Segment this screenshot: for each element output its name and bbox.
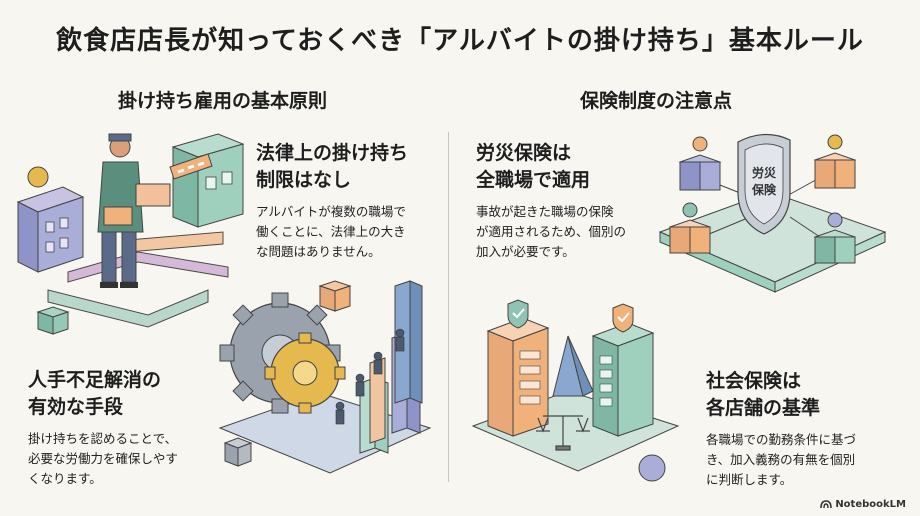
workers-comp-block: 労災保険は 全職場で適用 事故が起きた職場の保険 が適用されるため、個別の 加入… <box>476 140 656 262</box>
social-insurance-title-line1: 社会保険は <box>706 370 802 392</box>
right-shop <box>169 133 245 228</box>
insurance-shield-network-illustration: 労災 保険 <box>658 133 887 293</box>
labor-shortage-body-line3: くなります。 <box>28 471 102 486</box>
legal-limit-title-line1: 法律上の掛け持ち <box>256 142 409 164</box>
gold-gear <box>264 332 346 414</box>
labor-shortage-title-line2: 有効な手段 <box>28 396 124 418</box>
buildings-scale-illustration <box>471 299 680 472</box>
shop-top-left <box>678 136 722 191</box>
column-divider <box>448 132 449 482</box>
social-insurance-body-line1: 各職場での勤務条件に基づ <box>706 432 857 447</box>
legal-limit-body-line3: な問題はありません。 <box>256 244 381 259</box>
labor-shortage-title: 人手不足解消の 有効な手段 <box>28 367 218 421</box>
balance-scale <box>536 415 590 451</box>
shop-bottom-left <box>668 202 712 254</box>
social-insurance-body-line3: に判断します。 <box>706 472 793 487</box>
growth-bars <box>359 280 423 454</box>
labor-shortage-title-line1: 人手不足解消の <box>28 369 162 391</box>
brand-text: NotebookLM <box>835 499 906 510</box>
social-insurance-title: 社会保険は 各店舗の基準 <box>706 368 896 422</box>
labor-shortage-body: 掛け持ちを認めることで、 必要な労働力を確保しやす くなります。 <box>28 429 218 489</box>
workers-comp-body: 事故が起きた職場の保険 が適用されるため、個別の 加入が必要です。 <box>476 202 656 262</box>
workers-comp-body-line1: 事故が起きた職場の保険 <box>476 204 614 219</box>
left-column-heading: 掛け持ち雇用の基本原則 <box>118 90 328 112</box>
labor-shortage-block: 人手不足解消の 有効な手段 掛け持ちを認めることで、 必要な労働力を確保しやす … <box>28 367 218 489</box>
legal-limit-title: 法律上の掛け持ち 制限はなし <box>256 140 446 194</box>
social-insurance-body-line2: き、加入義務の有無を個別 <box>706 452 856 467</box>
social-insurance-body: 各職場での勤務条件に基づ き、加入義務の有無を個別 に判断します。 <box>706 430 896 490</box>
gears-growth-illustration <box>218 280 432 474</box>
social-insurance-title-line2: 各店舗の基準 <box>706 397 821 419</box>
shield-shape <box>737 133 791 235</box>
labor-shortage-body-line1: 掛け持ちを認めることで、 <box>28 431 178 446</box>
legal-limit-body-line2: 働くことに、法律上の大き <box>256 224 406 239</box>
legal-limit-title-line2: 制限はなし <box>256 169 352 191</box>
workers-comp-body-line3: 加入が必要です。 <box>476 244 575 259</box>
workers-comp-title-line2: 全職場で適用 <box>476 169 591 191</box>
blue-sphere-decoration <box>638 454 666 482</box>
right-column-heading: 保険制度の注意点 <box>580 90 733 112</box>
orange-building <box>486 299 550 437</box>
legal-limit-body: アルバイトが複数の職場で 働くことに、法律上の大き な問題はありません。 <box>256 202 446 262</box>
teal-building <box>591 303 655 437</box>
page-title: 飲食店店長が知っておくべき「アルバイトの掛け持ち」基本ルール <box>56 26 864 56</box>
workers-comp-title-line1: 労災保険は <box>476 142 572 164</box>
worker-figure <box>97 133 171 288</box>
legal-limit-block: 法律上の掛け持ち 制限はなし アルバイトが複数の職場で 働くことに、法律上の大き… <box>256 140 446 262</box>
workers-comp-body-line2: が適用されるため、個別の <box>476 224 627 239</box>
left-building <box>16 166 85 273</box>
shop-bottom-right <box>813 212 857 264</box>
labor-shortage-body-line2: 必要な労働力を確保しやす <box>28 451 178 466</box>
legal-limit-body-line1: アルバイトが複数の職場で <box>256 204 406 219</box>
workers-comp-title: 労災保険は 全職場で適用 <box>476 140 656 194</box>
shop-top-right <box>813 134 857 189</box>
shield-label-line1: 労災 <box>752 165 777 180</box>
social-insurance-block: 社会保険は 各店舗の基準 各職場での勤務条件に基づ き、加入義務の有無を個別 に… <box>706 368 896 490</box>
brand-watermark: NotebookLM <box>820 499 906 510</box>
worker-two-shops-illustration <box>16 133 245 335</box>
notebooklm-logo-icon <box>820 500 833 509</box>
shield-label-line2: 保険 <box>751 182 777 197</box>
